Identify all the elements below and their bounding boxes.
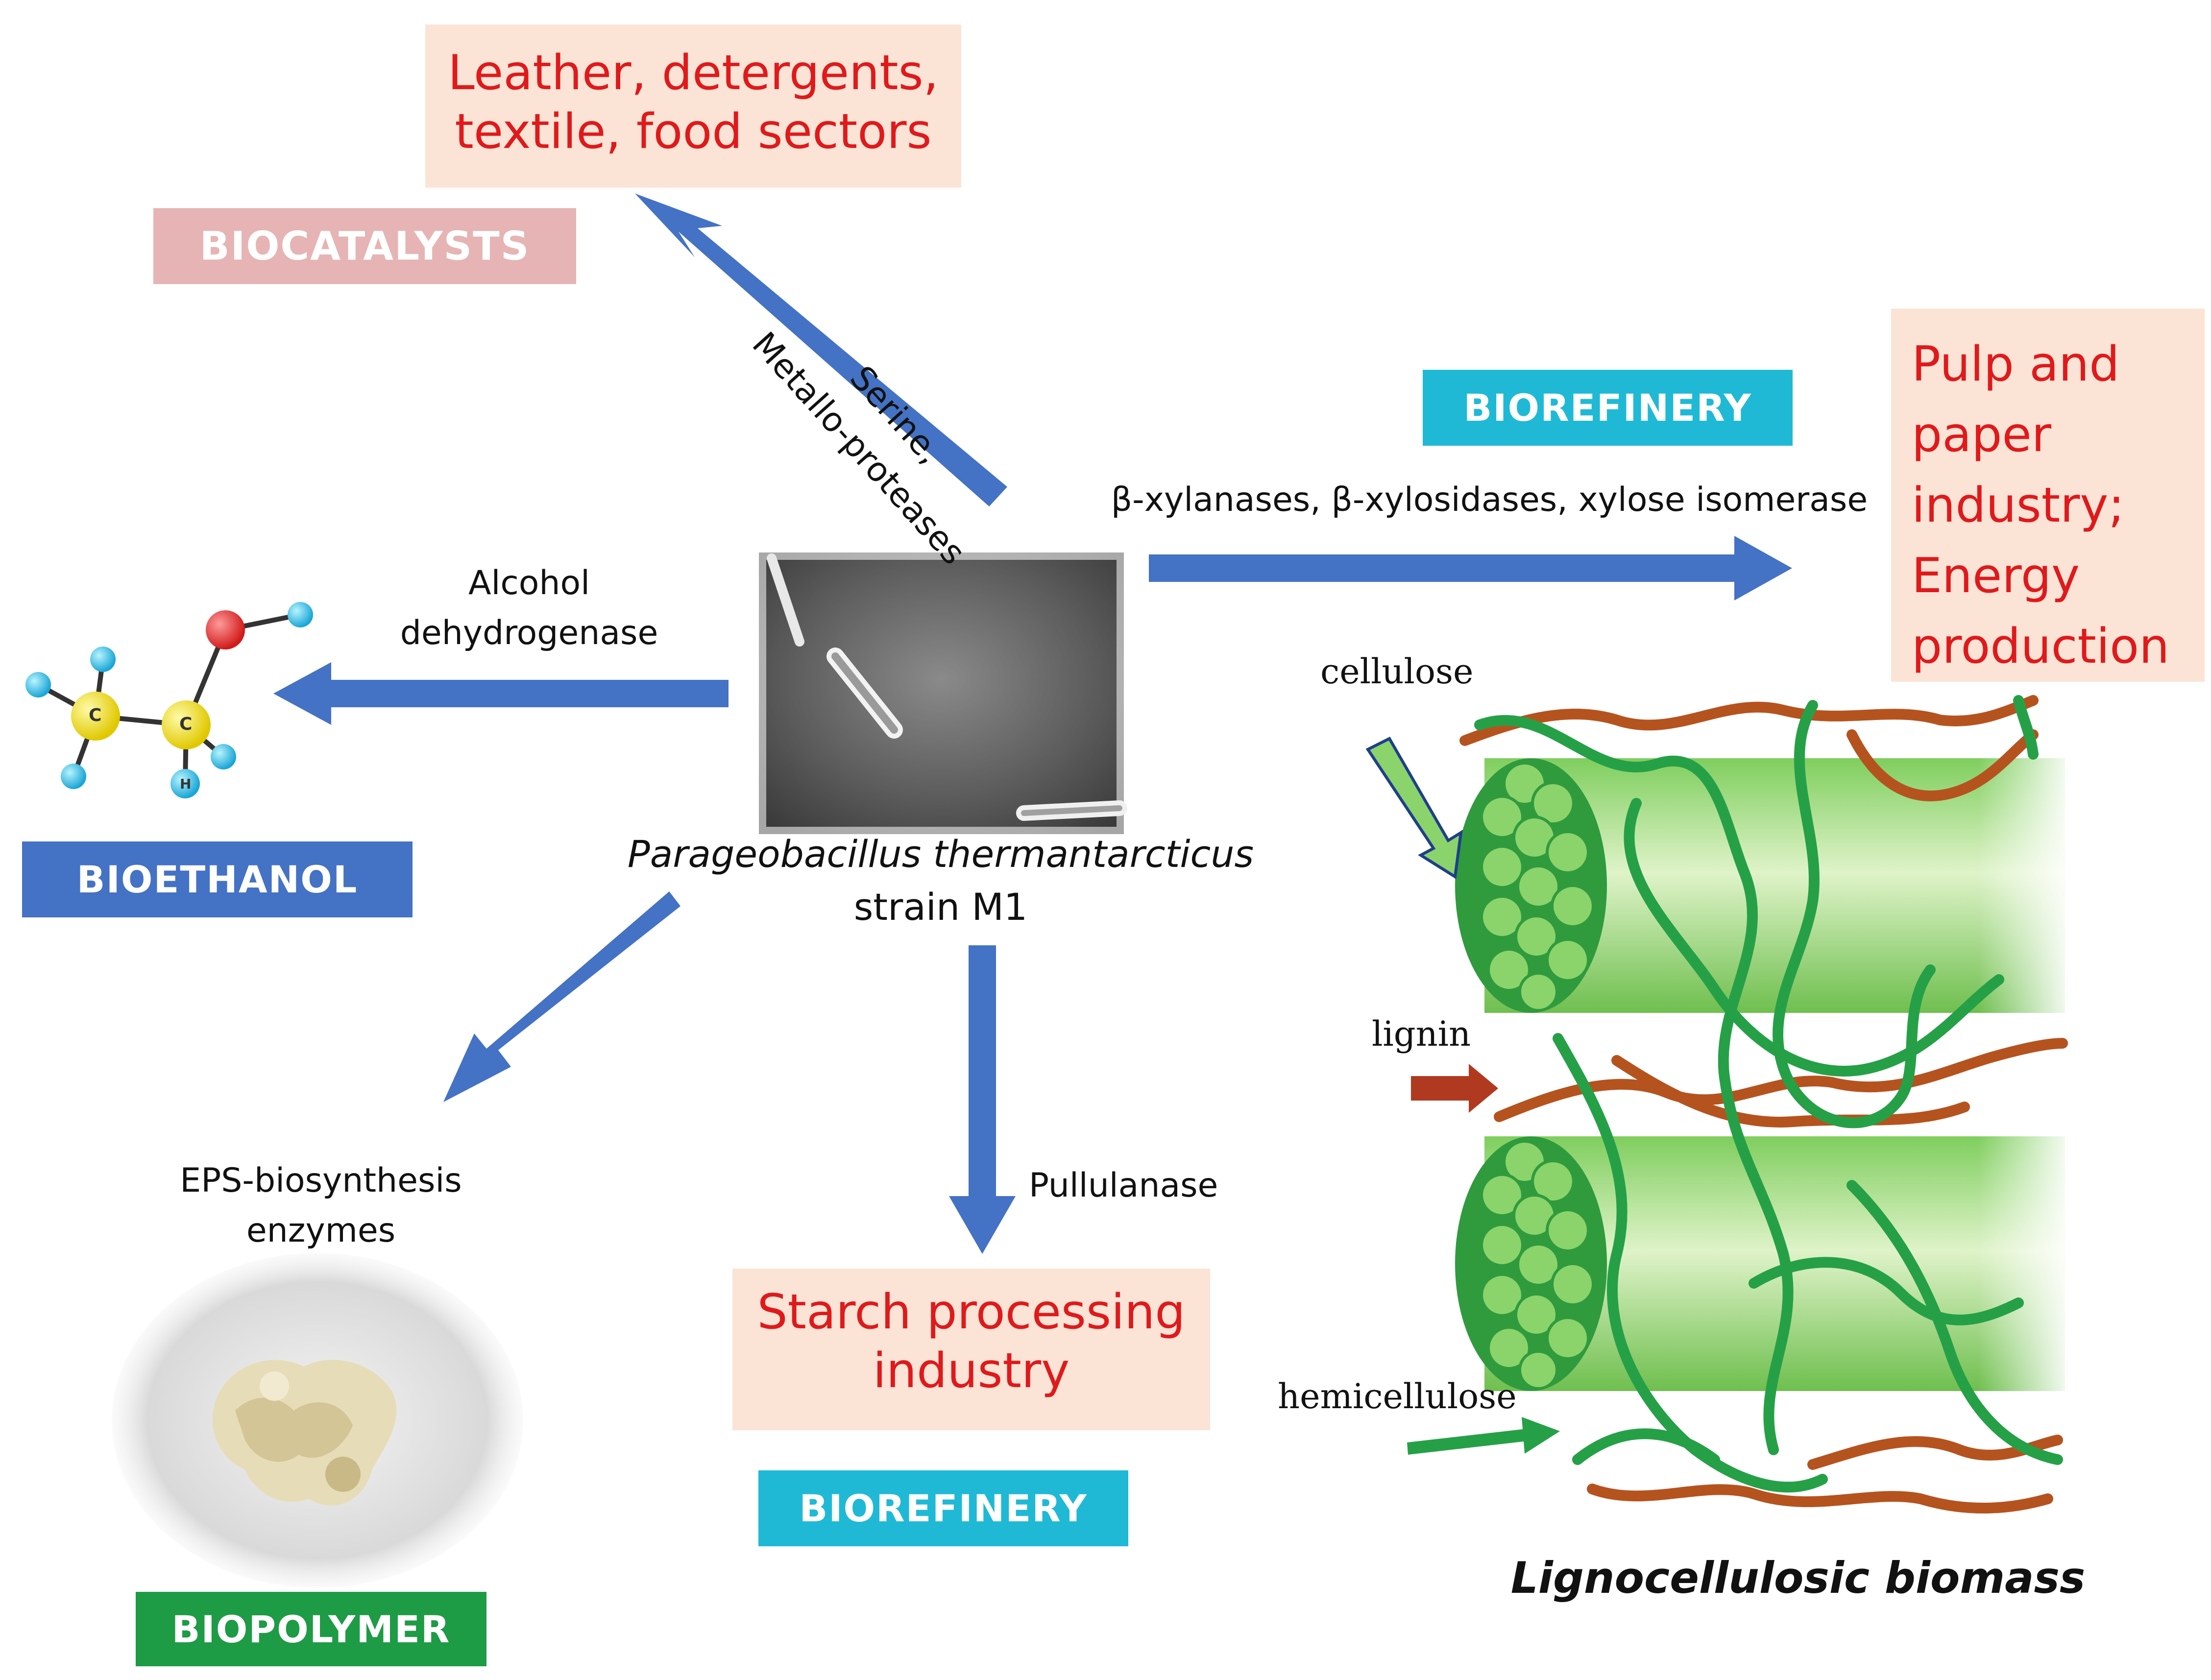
pullulanase-label: Pullulanase [1029, 1166, 1218, 1205]
eps-line1: EPS-biosynthesis [180, 1161, 462, 1200]
cellulose-label: cellulose [1320, 651, 1474, 692]
lignocellulosic-biomass-caption: Lignocellulosic biomass [1510, 1553, 2086, 1603]
pulp-box-line1: Pulp and [1912, 336, 2120, 392]
organism-species: Parageobacillus thermantarcticus [627, 832, 1254, 876]
biopolymer-photo [112, 1253, 523, 1588]
arrow-to-bioethanol [273, 662, 729, 725]
arrow-to-pulp-paper [1149, 536, 1792, 600]
hemicellulose-label: hemicellulose [1278, 1376, 1517, 1416]
biopolymer-tag: BIOPOLYMER [136, 1592, 486, 1666]
starch-box-line1: Starch processing [757, 1284, 1186, 1340]
lignocellulose-illustration [1365, 695, 2068, 1513]
xylanases-label: β-xylanases, β-xylosidases, xylose isome… [1111, 480, 1868, 519]
leather-box-line1: Leather, detergents, [448, 45, 939, 101]
eps-biosynthesis-label: EPS-biosynthesis enzymes [149, 1156, 492, 1256]
leather-box-line2: textile, food sectors [455, 103, 932, 160]
leather-detergents-textile-food-box: Leather, detergents, textile, food secto… [425, 24, 961, 188]
atom-label-c2: C [179, 714, 193, 734]
biorefinery-tag-top: BIOREFINERY [1423, 370, 1793, 446]
adh-line2: dehydrogenase [400, 614, 658, 652]
organism-strain: strain M1 [853, 885, 1028, 929]
pulp-box-line4: Energy [1912, 548, 2080, 604]
biorefinery-tag-bottom: BIOREFINERY [758, 1470, 1128, 1546]
arrow-to-biopolymer [443, 891, 680, 1102]
arrow-to-starch [949, 945, 1016, 1254]
bioethanol-tag: BIOETHANOL [22, 841, 413, 917]
pulp-box-line3: industry; [1912, 478, 2125, 534]
lignin-pointer [1411, 1064, 1498, 1113]
starch-box-line2: industry [873, 1343, 1070, 1399]
starch-processing-box: Starch processing industry [732, 1269, 1210, 1430]
ethanol-molecule [25, 602, 313, 798]
lignin-label: lignin [1372, 1014, 1471, 1054]
arrow-to-biocatalysts [635, 193, 1007, 506]
atom-label-h: H [180, 776, 192, 792]
pulp-paper-energy-box: Pulp and paper industry; Energy producti… [1891, 309, 2205, 682]
cellulose-pointer [1365, 737, 1463, 880]
pulp-box-line5: production [1912, 619, 2170, 675]
alcohol-dehydrogenase-label: Alcohol dehydrogenase [382, 558, 676, 658]
atom-label-c1: C [89, 705, 102, 725]
pulp-box-line2: paper [1912, 407, 2052, 463]
biocatalysts-tag: BIOCATALYSTS [153, 208, 576, 284]
eps-line2: enzymes [246, 1211, 396, 1250]
organism-caption: Parageobacillus thermantarcticus strain … [549, 828, 1333, 934]
adh-line1: Alcohol [468, 564, 590, 602]
micrograph-image [752, 545, 1131, 841]
hemicellulose-pointer [1407, 1417, 1560, 1455]
